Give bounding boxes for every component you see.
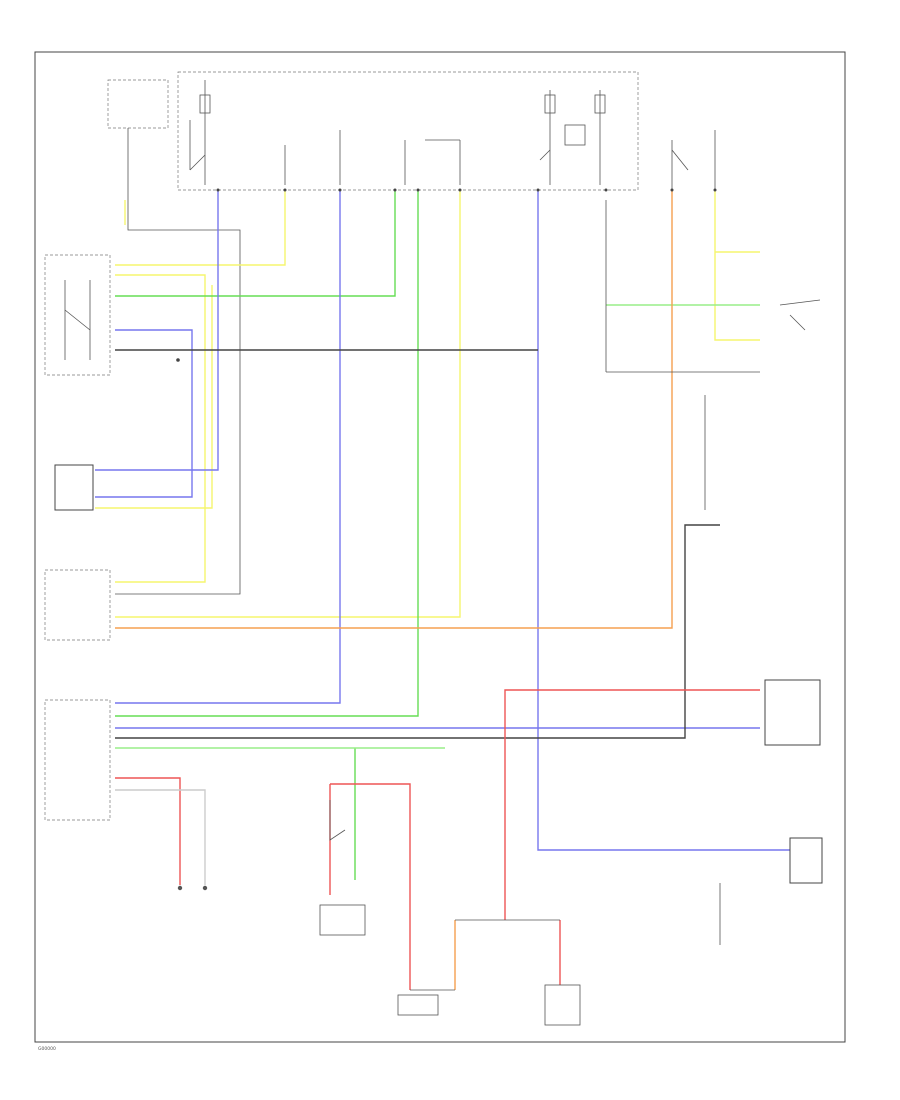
top-left-relay (107, 79, 169, 200)
diagram-frame (34, 51, 846, 1043)
control-relay (44, 254, 111, 821)
bottom-components (177, 800, 581, 1026)
fuse-box-terminals (216, 188, 717, 192)
diagram-code: G00000 (38, 1046, 56, 1052)
fuse-box-outline (177, 71, 639, 191)
fuse-box-internals (189, 80, 606, 185)
right-components (605, 130, 823, 945)
